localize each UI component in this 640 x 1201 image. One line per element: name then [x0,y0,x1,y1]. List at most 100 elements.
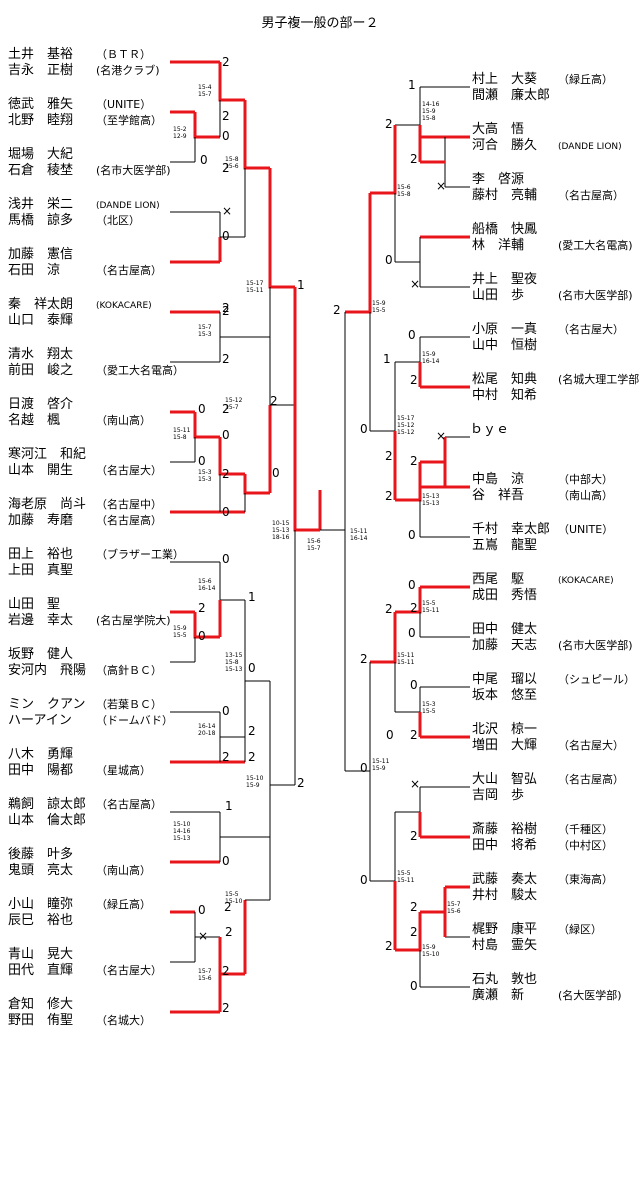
bracket-line [370,812,396,882]
match-result: 2 [222,1001,230,1015]
player-name: 加藤 寿磨 [8,513,73,528]
player-name: 小原 一真 [472,322,537,337]
player-name: 土井 基裕 [8,47,73,62]
team-affiliation: （UNITE） [558,523,613,536]
match-result: 0 [386,728,394,742]
match-result: 2 [222,750,230,764]
player-name: 井上 聖夜 [472,272,537,287]
player-name: 石田 涼 [8,263,60,278]
team-affiliation: （ブラザー工業） [96,547,184,561]
player-name: 海老原 尚斗 [8,497,86,512]
player-name: ミン クアン [8,697,85,712]
team-affiliation: （ドームバド） [96,714,173,727]
team-affiliation: (名市大医学部) [558,288,633,302]
match-result: 2 [222,304,230,318]
player-name: 野田 侑聖 [8,1013,73,1028]
player-name: 大高 悟 [472,121,524,137]
player-name: 増田 大輝 [472,738,537,753]
match-result: 0 [248,661,256,675]
player-name: 中島 涼 [472,472,524,487]
match-result: 2 [222,467,230,481]
player-name: 成田 秀悟 [472,588,537,603]
match-result: × [222,204,232,218]
match-result: 2 [222,964,230,978]
match-result: 0 [222,229,230,243]
player-name: 井村 駿太 [472,888,537,903]
player-name: 馬橋 諒多 [8,212,73,228]
winner-line [345,193,372,314]
team-affiliation: （名古屋高） [96,513,162,527]
player-name: 北沢 椋一 [472,722,537,737]
team-affiliation: （緑丘高） [96,897,151,911]
match-result: 2 [248,724,256,738]
bracket-line [320,312,346,531]
player-name: 田中 将希 [472,838,537,853]
player-name: 倉知 修大 [8,996,73,1012]
match-result: 2 [410,454,418,468]
match-result: 1 [248,590,256,604]
player-name: 名越 楓 [8,412,60,428]
team-affiliation: （高針ＢＣ） [96,663,162,677]
match-result: 0 [222,854,230,868]
bracket-line [370,362,396,432]
player-name: 岩邊 幸太 [8,613,73,628]
team-affiliation: （緑区） [558,922,602,936]
team-affiliation: （名古屋高） [96,797,162,811]
team-affiliation: （星城高） [96,763,151,777]
bracket-line [345,662,371,772]
match-result: 2 [222,301,230,315]
player-name: 辰巳 裕也 [8,913,73,928]
match-result: 1 [383,352,391,366]
team-affiliation: （中村区） [558,838,613,852]
player-name: 吉岡 歩 [472,788,524,803]
player-name: 鵜飼 諒太郎 [8,797,86,812]
match-result: 0 [198,402,206,416]
match-result: 2 [385,449,393,463]
match-result: 0 [200,153,208,167]
team-affiliation: （名古屋大） [558,738,624,752]
match-result: 0 [408,328,416,342]
player-name: 加藤 憲信 [8,246,73,262]
player-name: 北野 睦翔 [8,112,73,128]
team-affiliation: (DANDE LION) [96,201,160,211]
team-affiliation: （名古屋高） [558,772,624,786]
match-result: 0 [198,903,206,917]
match-result: × [436,429,446,443]
team-affiliation: （名古屋大） [96,963,162,977]
match-result: 2 [410,152,418,166]
match-result: 2 [222,55,230,69]
team-affiliation: （千種区） [558,822,613,836]
match-result: × [410,777,420,791]
match-result: 0 [360,873,368,887]
player-name: 上田 真聖 [8,563,73,578]
team-affiliation: (愛工大名電高) [558,238,633,252]
player-name: 山本 倫太郎 [8,813,86,828]
player-name: 大山 智弘 [472,772,537,787]
player-name: 加藤 天志 [472,638,537,653]
match-result: 0 [410,979,418,993]
player-name: 山本 開生 [8,463,73,478]
match-result: 2 [222,161,230,175]
player-name: 日渡 啓介 [8,396,73,412]
player-name: 徳武 雅矢 [8,97,73,112]
player-name: 谷 祥吾 [472,488,524,503]
team-affiliation: （シュピール） [558,673,635,686]
team-affiliation: (KOKACARE) [558,576,614,586]
match-result: 2 [225,925,233,939]
bracket-line [395,237,421,263]
